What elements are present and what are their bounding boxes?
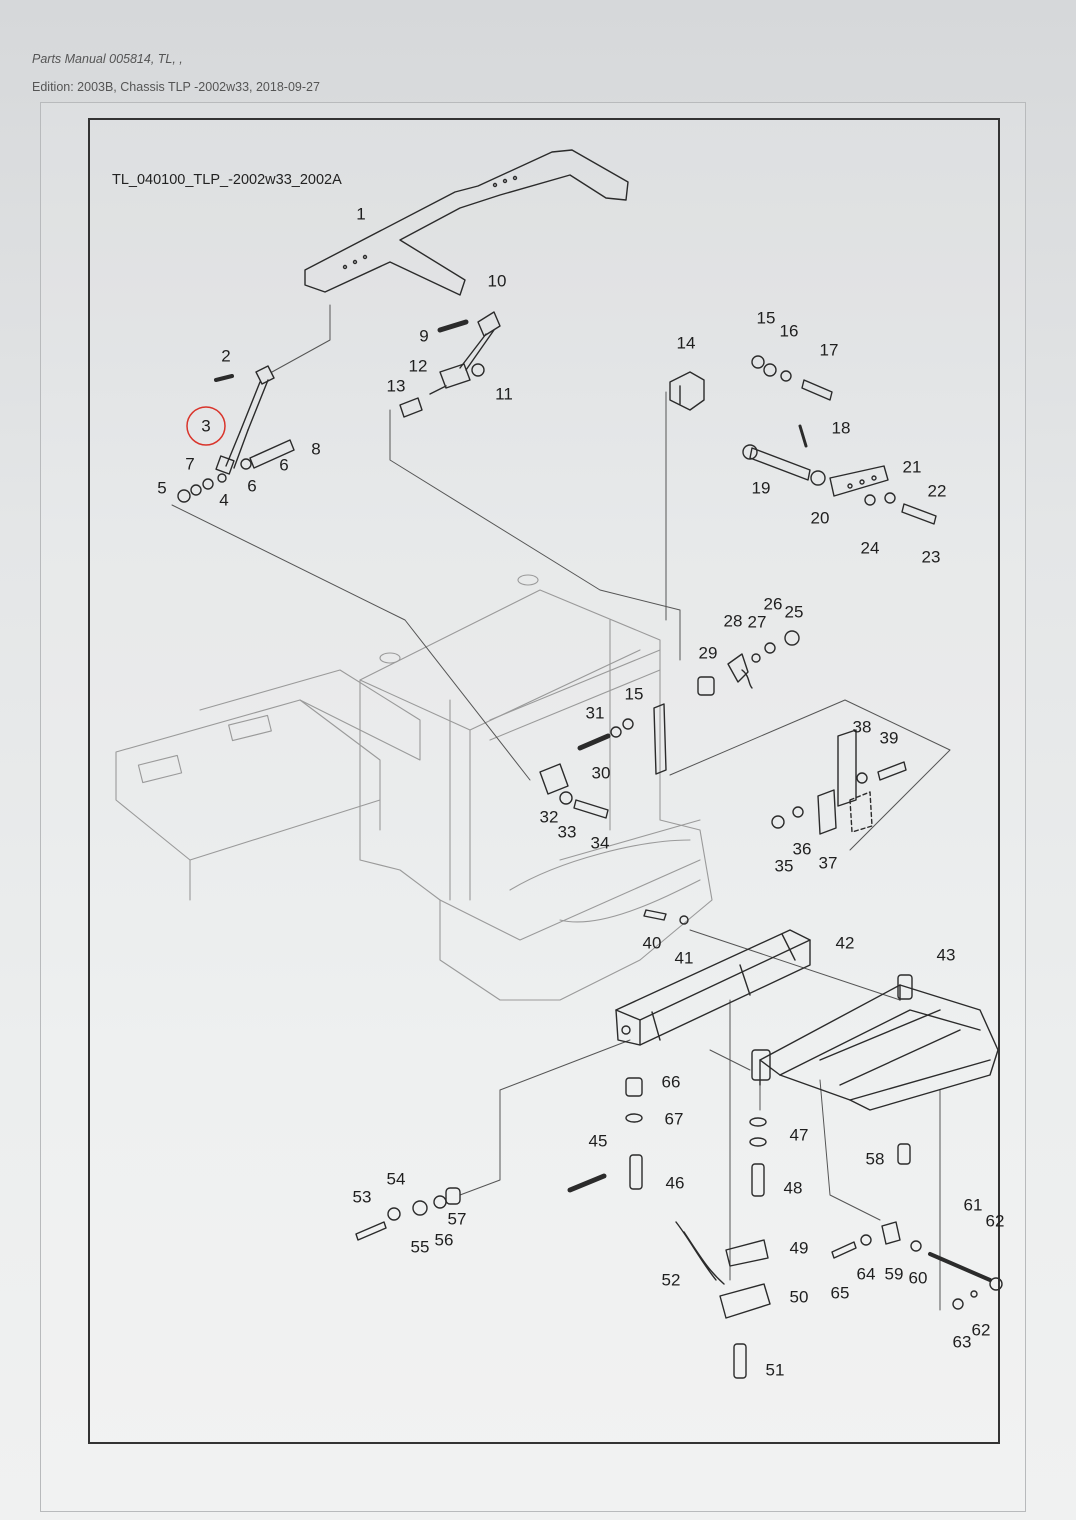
callout-67: 67 [664, 1109, 684, 1129]
callout-63: 63 [952, 1332, 972, 1352]
callout-29: 29 [698, 643, 718, 663]
parts-35-39-switch [771, 729, 907, 835]
callout-52: 52 [661, 1270, 681, 1290]
callout-45: 45 [588, 1131, 608, 1151]
callout-50: 50 [789, 1287, 809, 1307]
callout-25: 25 [784, 602, 804, 622]
callout-5: 5 [157, 478, 167, 498]
parts-40-41-bolt [643, 909, 689, 925]
part-3-gas-spring [177, 365, 295, 503]
callout-65: 65 [830, 1283, 850, 1303]
callout-4: 4 [219, 490, 229, 510]
callout-53: 53 [352, 1187, 372, 1207]
callout-17: 17 [819, 340, 839, 360]
parts-25-31-hardware [577, 630, 800, 775]
callout-6b: 6 [247, 476, 257, 496]
callout-55: 55 [410, 1237, 430, 1257]
callout-61: 61 [963, 1195, 983, 1215]
callout-27: 27 [747, 612, 767, 632]
callout-6a: 6 [279, 455, 289, 475]
callout-46: 46 [665, 1173, 685, 1193]
callout-24: 24 [860, 538, 880, 558]
callout-41: 41 [674, 948, 694, 968]
parts-45-48-fasteners [567, 1077, 911, 1197]
callout-12: 12 [408, 356, 428, 376]
callout-7: 7 [185, 454, 195, 474]
callout-54: 54 [386, 1169, 406, 1189]
leader-lines [171, 304, 951, 1311]
callout-58: 58 [865, 1149, 885, 1169]
callout-37: 37 [818, 853, 838, 873]
callout-32: 32 [539, 807, 559, 827]
callout-15a: 15 [756, 308, 776, 328]
callout-33: 33 [557, 822, 577, 842]
page-border [40, 102, 1026, 1512]
callout-60: 60 [908, 1268, 928, 1288]
callout-15b: 15 [624, 684, 644, 704]
callout-57: 57 [447, 1209, 467, 1229]
callout-14: 14 [676, 333, 696, 353]
callout-1: 1 [356, 204, 366, 224]
callout-35: 35 [774, 856, 794, 876]
callout-66: 66 [661, 1072, 681, 1092]
callout-40: 40 [642, 933, 662, 953]
callout-2: 2 [221, 346, 231, 366]
callout-3: 3 [201, 416, 211, 436]
diagram-frame [88, 118, 1000, 1444]
callout-9: 9 [419, 326, 429, 346]
parts-53-57-hinge [355, 1187, 461, 1241]
callout-16: 16 [779, 321, 799, 341]
callout-18: 18 [831, 418, 851, 438]
callout-49: 49 [789, 1238, 809, 1258]
callout-62b: 62 [971, 1320, 991, 1340]
parts-49-52-sensor [675, 1221, 771, 1379]
callout-38: 38 [852, 717, 872, 737]
callout-11: 11 [495, 384, 513, 404]
part-3-highlight-circle [186, 406, 226, 446]
callout-43: 43 [936, 945, 956, 965]
callout-21: 21 [902, 457, 922, 477]
callout-13: 13 [386, 376, 406, 396]
callout-10: 10 [487, 271, 507, 291]
parts-32-34-plate [539, 763, 609, 819]
callout-42: 42 [835, 933, 855, 953]
diagram-id: TL_040100_TLP_-2002w33_2002A [112, 172, 342, 188]
callout-28: 28 [723, 611, 743, 631]
parts-59-65-latch [831, 1221, 1003, 1310]
callout-64: 64 [856, 1264, 876, 1284]
part-42-bumper [615, 929, 811, 1046]
callout-20: 20 [810, 508, 830, 528]
callout-47: 47 [789, 1125, 809, 1145]
callout-36: 36 [792, 839, 812, 859]
edition-line: Edition: 2003B, Chassis TLP -2002w33, 20… [32, 80, 320, 94]
callout-62a: 62 [985, 1211, 1005, 1231]
manual-title: Parts Manual 005814, TL, , [32, 52, 183, 66]
callout-48: 48 [783, 1178, 803, 1198]
callout-51: 51 [765, 1360, 785, 1380]
callout-34: 34 [590, 833, 610, 853]
callout-39: 39 [879, 728, 899, 748]
callout-26: 26 [763, 594, 783, 614]
parts-14-24-bracket [669, 355, 937, 525]
callout-56: 56 [434, 1230, 454, 1250]
part-43-platform [751, 974, 999, 1111]
callout-30: 30 [591, 763, 611, 783]
callout-22: 22 [927, 481, 947, 501]
callout-31: 31 [585, 703, 605, 723]
callout-8: 8 [311, 439, 321, 459]
parts-9-13-linkage [399, 311, 501, 418]
callout-23: 23 [921, 547, 941, 567]
callout-19: 19 [751, 478, 771, 498]
callout-59: 59 [884, 1264, 904, 1284]
truck-body-ghost [115, 574, 713, 1001]
part-1-tiller-arm [304, 149, 629, 296]
